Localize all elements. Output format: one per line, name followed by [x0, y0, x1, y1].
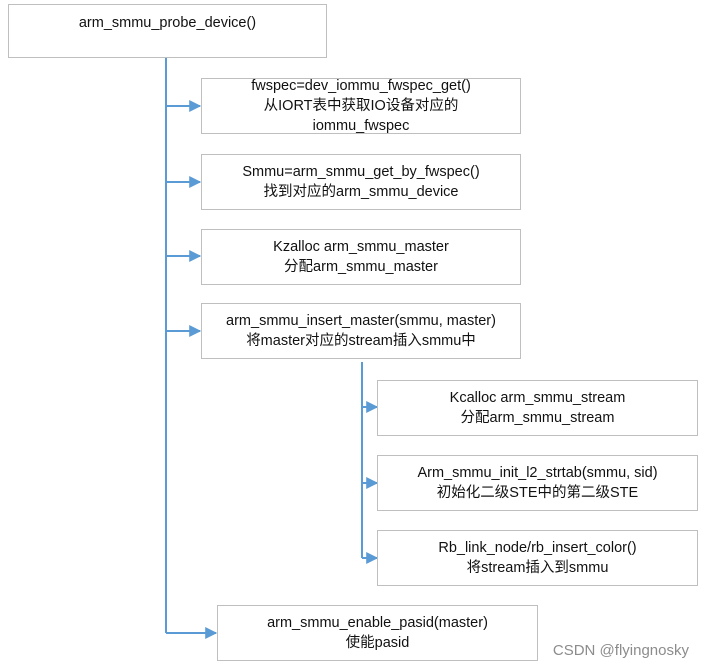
step-box-rb-link-node: Rb_link_node/rb_insert_color() 将stream插入… [377, 530, 698, 586]
step-line: 初始化二级STE中的第二级STE [436, 485, 639, 501]
step-line: Arm_smmu_init_l2_strtab(smmu, sid) [417, 465, 658, 481]
step-box-insert-master: arm_smmu_insert_master(smmu, master) 将ma… [201, 303, 521, 359]
step-box-kcalloc-stream: Kcalloc arm_smmu_stream 分配arm_smmu_strea… [377, 380, 698, 436]
step-line: iommu_fwspec [312, 118, 410, 134]
step-line: fwspec=dev_iommu_fwspec_get() [251, 78, 471, 94]
step-line: 将master对应的stream插入smmu中 [246, 333, 476, 349]
step-line: 使能pasid [345, 635, 410, 651]
step-box-fwspec: fwspec=dev_iommu_fwspec_get() 从IORT表中获取I… [201, 78, 521, 134]
step-line: Kzalloc arm_smmu_master [273, 239, 449, 255]
step-line: arm_smmu_enable_pasid(master) [267, 615, 488, 631]
root-function-box: arm_smmu_probe_device() [8, 4, 327, 58]
step-line: 分配arm_smmu_stream [460, 410, 615, 426]
step-box-init-l2-strtab: Arm_smmu_init_l2_strtab(smmu, sid) 初始化二级… [377, 455, 698, 511]
step-line: 找到对应的arm_smmu_device [263, 184, 459, 200]
root-function-label: arm_smmu_probe_device() [78, 15, 257, 31]
step-line: arm_smmu_insert_master(smmu, master) [226, 313, 496, 329]
step-box-kzalloc-master: Kzalloc arm_smmu_master 分配arm_smmu_maste… [201, 229, 521, 285]
step-line: Smmu=arm_smmu_get_by_fwspec() [242, 164, 480, 180]
step-line: Kcalloc arm_smmu_stream [449, 390, 626, 406]
step-line: 从IORT表中获取IO设备对应的 [263, 98, 459, 114]
step-box-get-smmu: Smmu=arm_smmu_get_by_fwspec() 找到对应的arm_s… [201, 154, 521, 210]
step-line: Rb_link_node/rb_insert_color() [438, 540, 637, 556]
watermark-text: CSDN @flyingnosky [552, 642, 689, 659]
step-box-enable-pasid: arm_smmu_enable_pasid(master) 使能pasid [217, 605, 538, 661]
step-line: 将stream插入到smmu [466, 560, 609, 576]
step-line: 分配arm_smmu_master [284, 259, 438, 275]
